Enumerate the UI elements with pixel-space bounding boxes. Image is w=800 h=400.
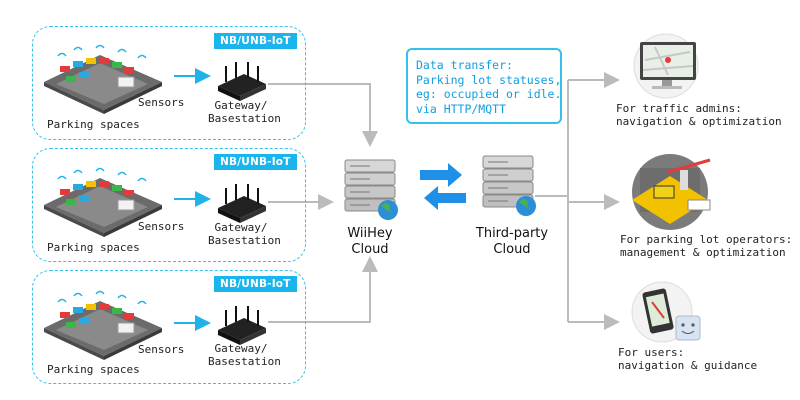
gateway-label: Gateway/ Basestation [208,342,281,368]
network-badge: NB/UNB-IoT [214,276,297,292]
monitor-map-icon [633,33,699,99]
site-group-2 [32,148,306,262]
sensors-label: Sensors [138,343,185,356]
gateway-icon [218,62,266,101]
gateway-icon [217,183,267,224]
sensors-label: Sensors [138,96,185,109]
network-badge: NB/UNB-IoT [214,154,297,170]
third-party-cloud-label: Third-party Cloud [475,226,549,257]
target-label-traffic: For traffic admins: navigation & optimiz… [616,102,782,128]
data-transfer-text: Data transfer: Parking lot statuses, eg:… [416,58,562,116]
parking-label: Parking spaces [47,241,140,254]
connector-bottom [268,256,378,323]
connector-top [268,83,378,147]
server-cloud-icon [482,155,537,217]
smartphone-icon [631,281,701,343]
target-label-users: For users: navigation & guidance [618,346,758,372]
parking-gate-icon [632,154,711,230]
gateway-label: Gateway/ Basestation [208,99,281,125]
data-transfer-bubble [406,48,562,124]
parking-lot-icon [44,44,162,114]
wiihey-cloud-label: WiiHey Cloud [347,226,393,257]
site-group-1 [32,26,306,140]
parking-label: Parking spaces [47,363,140,376]
sensors-label: Sensors [138,220,185,233]
site-group-3 [32,270,306,384]
gateway-label: Gateway/ Basestation [208,221,281,247]
target-label-operators: For parking lot operators: management & … [620,233,793,259]
transfer-arrows [420,163,466,210]
gateway-icon [217,305,267,346]
parking-label: Parking spaces [47,118,140,131]
server-cloud-icon [344,159,398,220]
network-badge: NB/UNB-IoT [214,33,297,49]
